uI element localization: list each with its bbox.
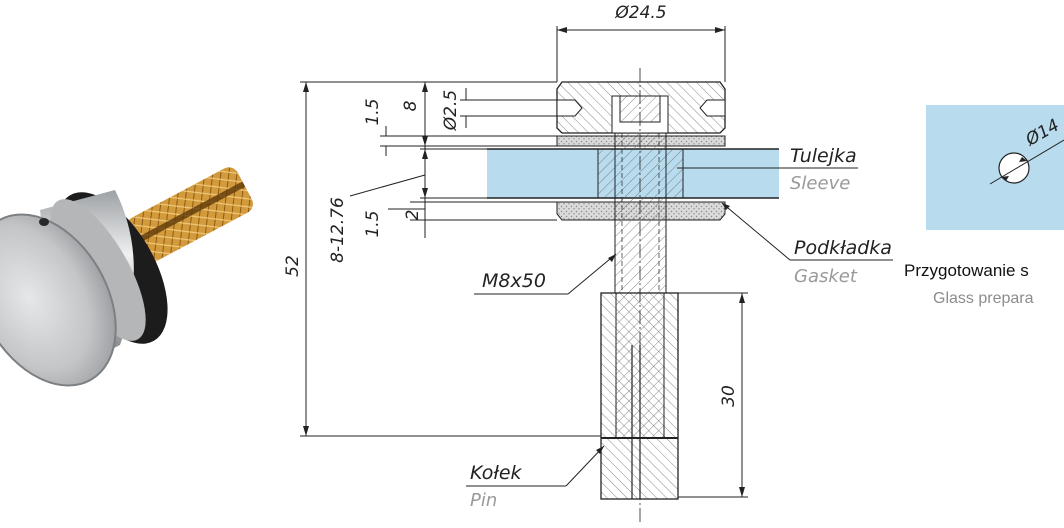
callout-sleeve: Tulejka Sleeve bbox=[677, 145, 858, 194]
callout-bolt: M8x50 bbox=[474, 253, 617, 295]
dim-cap-group: 1.5 8 Ø2.5 bbox=[363, 81, 557, 156]
svg-text:Sleeve: Sleeve bbox=[790, 173, 850, 194]
svg-text:Pin: Pin bbox=[470, 490, 497, 511]
svg-text:M8x50: M8x50 bbox=[482, 270, 546, 292]
svg-text:30: 30 bbox=[719, 385, 739, 407]
set-screw-hole bbox=[39, 218, 49, 226]
svg-text:8: 8 bbox=[401, 100, 421, 111]
product-photo bbox=[0, 167, 253, 387]
svg-text:52: 52 bbox=[283, 255, 303, 277]
dim-diameter-24-5: Ø24.5 bbox=[556, 3, 726, 82]
svg-text:Przygotowanie s: Przygotowanie s bbox=[904, 261, 1029, 280]
svg-text:8-12.76: 8-12.76 bbox=[328, 197, 348, 263]
bolt-shank bbox=[614, 132, 667, 294]
cap-section bbox=[556, 81, 726, 134]
dim-glass-group: 8-12.76 1.5 2 bbox=[328, 146, 557, 263]
svg-text:2: 2 bbox=[403, 210, 423, 221]
svg-text:Ø24.5: Ø24.5 bbox=[614, 3, 666, 23]
glass-preparation-detail: Ø14 Przygotowanie s Glass prepara bbox=[904, 105, 1064, 307]
svg-text:1.5: 1.5 bbox=[363, 98, 383, 125]
svg-text:Ø2.5: Ø2.5 bbox=[441, 90, 461, 131]
pin-body bbox=[600, 292, 679, 500]
callout-gasket: Podkładka Gasket bbox=[721, 202, 893, 287]
svg-text:Glass prepara: Glass prepara bbox=[933, 290, 1034, 307]
dim-52: 52 bbox=[283, 81, 601, 437]
svg-text:Podkładka: Podkładka bbox=[794, 237, 892, 259]
dim-30: 30 bbox=[678, 292, 748, 498]
sleeve bbox=[597, 148, 684, 199]
callout-pin: Kołek Pin bbox=[466, 445, 605, 511]
svg-text:Kołek: Kołek bbox=[470, 462, 523, 484]
svg-text:1.5: 1.5 bbox=[363, 210, 383, 237]
steel-cap bbox=[0, 214, 116, 386]
svg-text:Gasket: Gasket bbox=[794, 266, 858, 287]
svg-text:Tulejka: Tulejka bbox=[790, 145, 857, 167]
